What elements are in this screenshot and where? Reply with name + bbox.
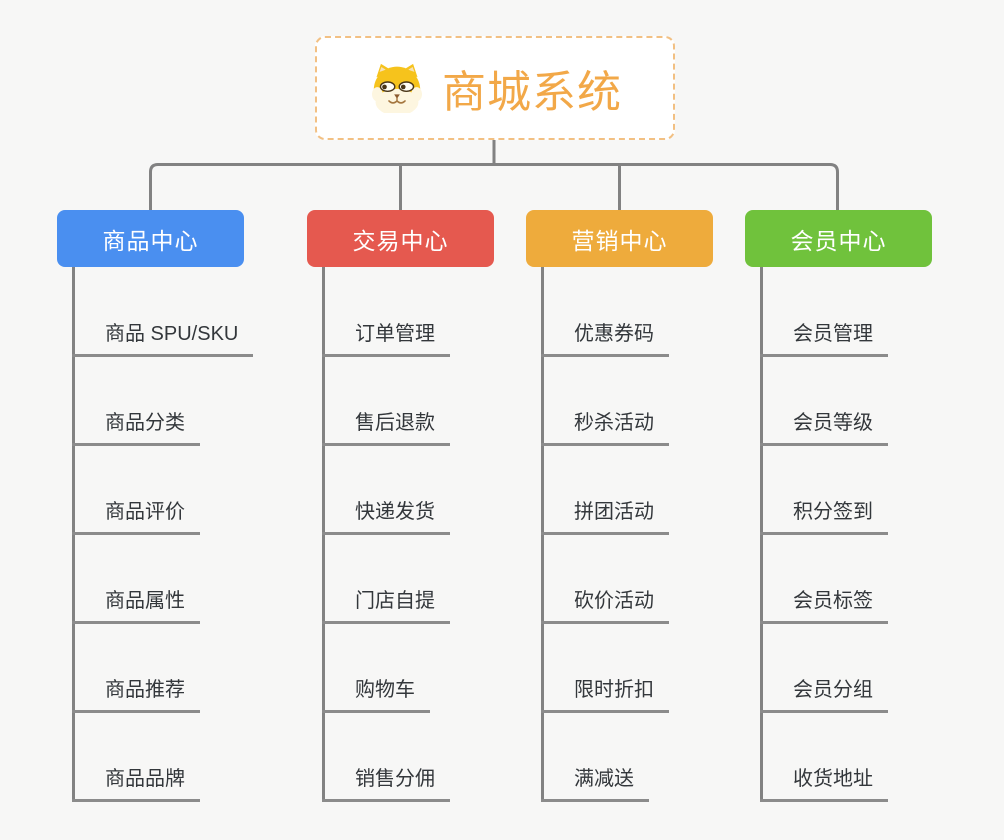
leaf-node[interactable]: 满减送 xyxy=(541,766,649,802)
leaf-node[interactable]: 会员分组 xyxy=(760,677,888,713)
leaf-node[interactable]: 售后退款 xyxy=(322,410,450,446)
leaf-node[interactable]: 门店自提 xyxy=(322,588,450,624)
branch-column-trade: 订单管理 售后退款 快递发货 门店自提 购物车 销售分佣 xyxy=(322,0,582,840)
branch-column-marketing: 优惠券码 秒杀活动 拼团活动 砍价活动 限时折扣 满减送 xyxy=(541,0,801,840)
leaf-node[interactable]: 秒杀活动 xyxy=(541,410,669,446)
leaf-node[interactable]: 商品推荐 xyxy=(72,677,200,713)
leaf-node[interactable]: 商品评价 xyxy=(72,499,200,535)
leaf-node[interactable]: 商品属性 xyxy=(72,588,200,624)
branch-column-product: 商品 SPU/SKU 商品分类 商品评价 商品属性 商品推荐 商品品牌 xyxy=(72,0,332,840)
root-title: 商城系统 xyxy=(442,68,622,117)
leaf-node[interactable]: 收货地址 xyxy=(760,766,888,802)
root-node[interactable]: 商城系统 xyxy=(315,36,675,140)
leaf-node[interactable]: 快递发货 xyxy=(322,499,450,535)
leaf-node[interactable]: 商品品牌 xyxy=(72,766,200,802)
leaf-node[interactable]: 会员标签 xyxy=(760,588,888,624)
leaf-node[interactable]: 会员管理 xyxy=(760,321,888,357)
leaf-node[interactable]: 商品 SPU/SKU xyxy=(72,321,254,357)
dog-face-icon xyxy=(368,63,426,113)
branch-node-member-center[interactable]: 会员中心 xyxy=(745,210,932,267)
branch-node-marketing-center[interactable]: 营销中心 xyxy=(526,210,713,267)
leaf-node[interactable]: 会员等级 xyxy=(760,410,888,446)
leaf-node[interactable]: 购物车 xyxy=(322,677,430,713)
leaf-node[interactable]: 限时折扣 xyxy=(541,677,669,713)
leaf-node[interactable]: 订单管理 xyxy=(322,321,450,357)
branch-node-trade-center[interactable]: 交易中心 xyxy=(307,210,494,267)
leaf-node[interactable]: 砍价活动 xyxy=(541,588,669,624)
leaf-node[interactable]: 商品分类 xyxy=(72,410,200,446)
leaf-node[interactable]: 拼团活动 xyxy=(541,499,669,535)
branch-node-product-center[interactable]: 商品中心 xyxy=(57,210,244,267)
branch-column-member: 会员管理 会员等级 积分签到 会员标签 会员分组 收货地址 xyxy=(760,0,1004,840)
leaf-node[interactable]: 积分签到 xyxy=(760,499,888,535)
leaf-node[interactable]: 优惠券码 xyxy=(541,321,669,357)
leaf-node[interactable]: 销售分佣 xyxy=(322,766,450,802)
